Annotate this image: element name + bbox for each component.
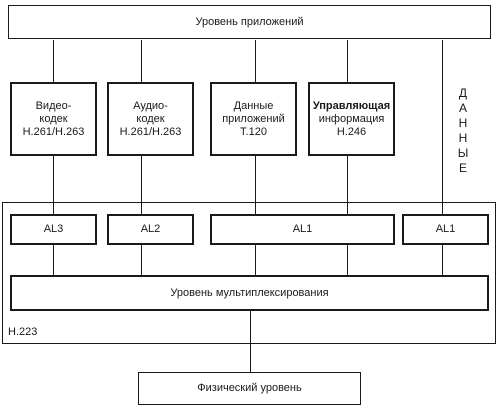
data-letter: Е — [458, 161, 467, 175]
module-line: Управляющая — [312, 99, 391, 112]
physical-layer-label: Физический уровень — [197, 382, 302, 394]
al3-box: AL3 — [10, 214, 97, 245]
connector-line — [347, 40, 348, 280]
module-line: Т.120 — [240, 125, 267, 138]
data-letter: Н — [458, 116, 468, 130]
audio-codec-box: Аудио- кодек H.261/H.263 — [107, 82, 194, 156]
al-label: AL3 — [43, 223, 64, 235]
module-line: информация — [318, 112, 385, 125]
data-letter: Н — [458, 131, 468, 145]
control-information-box: Управляющая информация H.246 — [308, 82, 395, 156]
module-line: H.246 — [336, 125, 367, 138]
al2-box: AL2 — [107, 214, 194, 245]
al1-data-box: AL1 — [402, 214, 489, 245]
al-label: AL1 — [292, 223, 313, 235]
multiplex-layer-label: Уровень мультиплексирования — [170, 286, 329, 299]
physical-layer-box: Физический уровень — [138, 372, 361, 405]
module-line: H.261/H.263 — [119, 125, 182, 138]
data-vertical-label: Д А Н Н Ы Е — [451, 86, 475, 176]
h223-label: H.223 — [8, 326, 38, 338]
al1-box: AL1 — [210, 214, 395, 245]
application-layer-box: Уровень приложений — [8, 5, 491, 39]
al-label: AL1 — [435, 223, 456, 235]
video-codec-box: Видео- кодек H.261/H.263 — [10, 82, 97, 156]
module-line: кодек — [39, 112, 68, 125]
h223-container — [2, 202, 496, 344]
module-line: приложений — [222, 112, 285, 125]
data-letter: Д — [458, 86, 468, 100]
module-line: Видео- — [35, 99, 72, 112]
module-line: H.261/H.263 — [22, 125, 85, 138]
module-line: Аудио- — [133, 99, 168, 112]
module-line: кодек — [136, 112, 165, 125]
connector-line — [53, 40, 54, 280]
connector-line — [442, 40, 443, 280]
connector-line — [255, 40, 256, 280]
data-letter: А — [458, 101, 467, 115]
application-layer-label: Уровень приложений — [195, 15, 304, 28]
multiplex-layer-box: Уровень мультиплексирования — [10, 275, 489, 311]
data-letter: Ы — [457, 146, 469, 160]
connector-line — [250, 310, 251, 372]
al-label: AL2 — [140, 223, 161, 235]
connector-line — [141, 40, 142, 280]
module-line: Данные — [233, 99, 274, 112]
application-data-box: Данные приложений Т.120 — [210, 82, 297, 156]
